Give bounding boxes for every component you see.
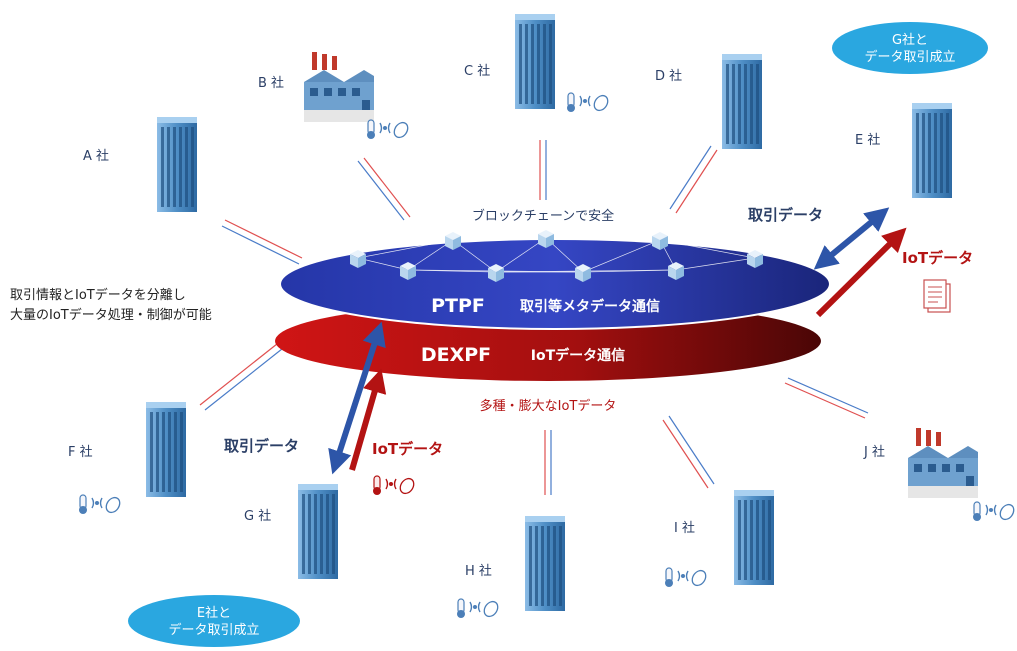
sensor-icons	[456, 598, 502, 620]
company-c-label: C 社	[464, 63, 490, 79]
badge-bottom-left: E社と データ取引成立	[128, 595, 300, 647]
sensor-icons	[664, 567, 710, 589]
dexpf-desc: IoTデータ通信	[531, 347, 625, 364]
office-building-icon	[912, 103, 952, 198]
badge-bottom-left-line-2: データ取引成立	[168, 622, 259, 638]
link-c	[539, 140, 547, 200]
trade-label-right: 取引データ	[748, 206, 823, 224]
office-building-icon	[722, 54, 762, 149]
badge-top-right: G社と データ取引成立	[832, 22, 988, 74]
link-d	[669, 145, 718, 214]
company-h: H 社	[456, 516, 565, 620]
company-a-label: A 社	[83, 148, 109, 164]
badge-top-right-line-1: G社と	[892, 32, 928, 48]
badge-top-right-line-2: データ取引成立	[864, 49, 955, 65]
office-building-icon	[734, 490, 774, 585]
office-building-icon	[146, 402, 186, 497]
ptpf-desc: 取引等メタデータ通信	[520, 298, 660, 315]
ptpf-name: PTPF	[431, 295, 485, 317]
iot-label-right: IoTデータ	[902, 249, 973, 267]
company-a: A 社	[83, 117, 197, 212]
link-i	[662, 415, 715, 489]
sensor-icons	[78, 494, 124, 516]
company-f: F 社	[68, 402, 186, 516]
company-f-label: F 社	[68, 444, 93, 460]
link-b	[357, 157, 411, 221]
variety-label: 多種・膨大なIoTデータ	[480, 398, 617, 414]
badge-bottom-left-line-1: E社と	[197, 605, 231, 621]
company-b: B 社	[258, 52, 412, 141]
blockchain-network	[350, 230, 763, 282]
company-e-label: E 社	[855, 132, 880, 148]
sensor-icons	[366, 119, 412, 141]
office-building-icon	[525, 516, 565, 611]
link-h	[544, 430, 552, 495]
iot-label-left: IoTデータ	[372, 440, 443, 458]
company-j: J 社	[863, 428, 1017, 523]
connection-lines	[199, 140, 869, 495]
sensor-icons	[972, 501, 1017, 523]
office-building-icon	[157, 117, 197, 212]
company-b-label: B 社	[258, 75, 284, 91]
company-j-label: J 社	[863, 444, 885, 460]
sensor-icons	[566, 92, 612, 114]
left-note-line-1: 取引情報とIoTデータを分離し	[10, 287, 186, 303]
company-c: C 社	[464, 14, 612, 114]
iot-arrow-right	[815, 227, 907, 318]
company-i-label: I 社	[674, 520, 695, 536]
ptpf-ring	[279, 238, 831, 330]
company-i: I 社	[664, 490, 774, 589]
link-f	[199, 339, 288, 411]
company-g: G 社	[244, 475, 418, 579]
trade-arrow-right	[813, 207, 890, 270]
company-e: E 社	[855, 103, 952, 198]
company-h-label: H 社	[465, 563, 492, 579]
link-a	[221, 219, 303, 265]
sensor-icons	[372, 475, 418, 497]
left-note-line-2: 大量のIoTデータ処理・制御が可能	[10, 307, 212, 323]
dexpf-name: DEXPF	[421, 344, 491, 366]
company-d-label: D 社	[655, 68, 682, 84]
company-d: D 社	[655, 54, 762, 149]
office-building-icon	[298, 484, 338, 579]
factory-icon	[304, 52, 374, 122]
iot-arrow-left	[349, 368, 387, 471]
link-j	[784, 377, 869, 419]
office-building-icon	[515, 14, 555, 109]
trade-arrow-left	[328, 321, 386, 475]
company-g-label: G 社	[244, 508, 271, 524]
trade-label-left: 取引データ	[224, 437, 299, 455]
factory-icon	[908, 428, 978, 498]
document-icon	[923, 279, 951, 313]
blockchain-label: ブロックチェーンで安全	[472, 208, 614, 224]
